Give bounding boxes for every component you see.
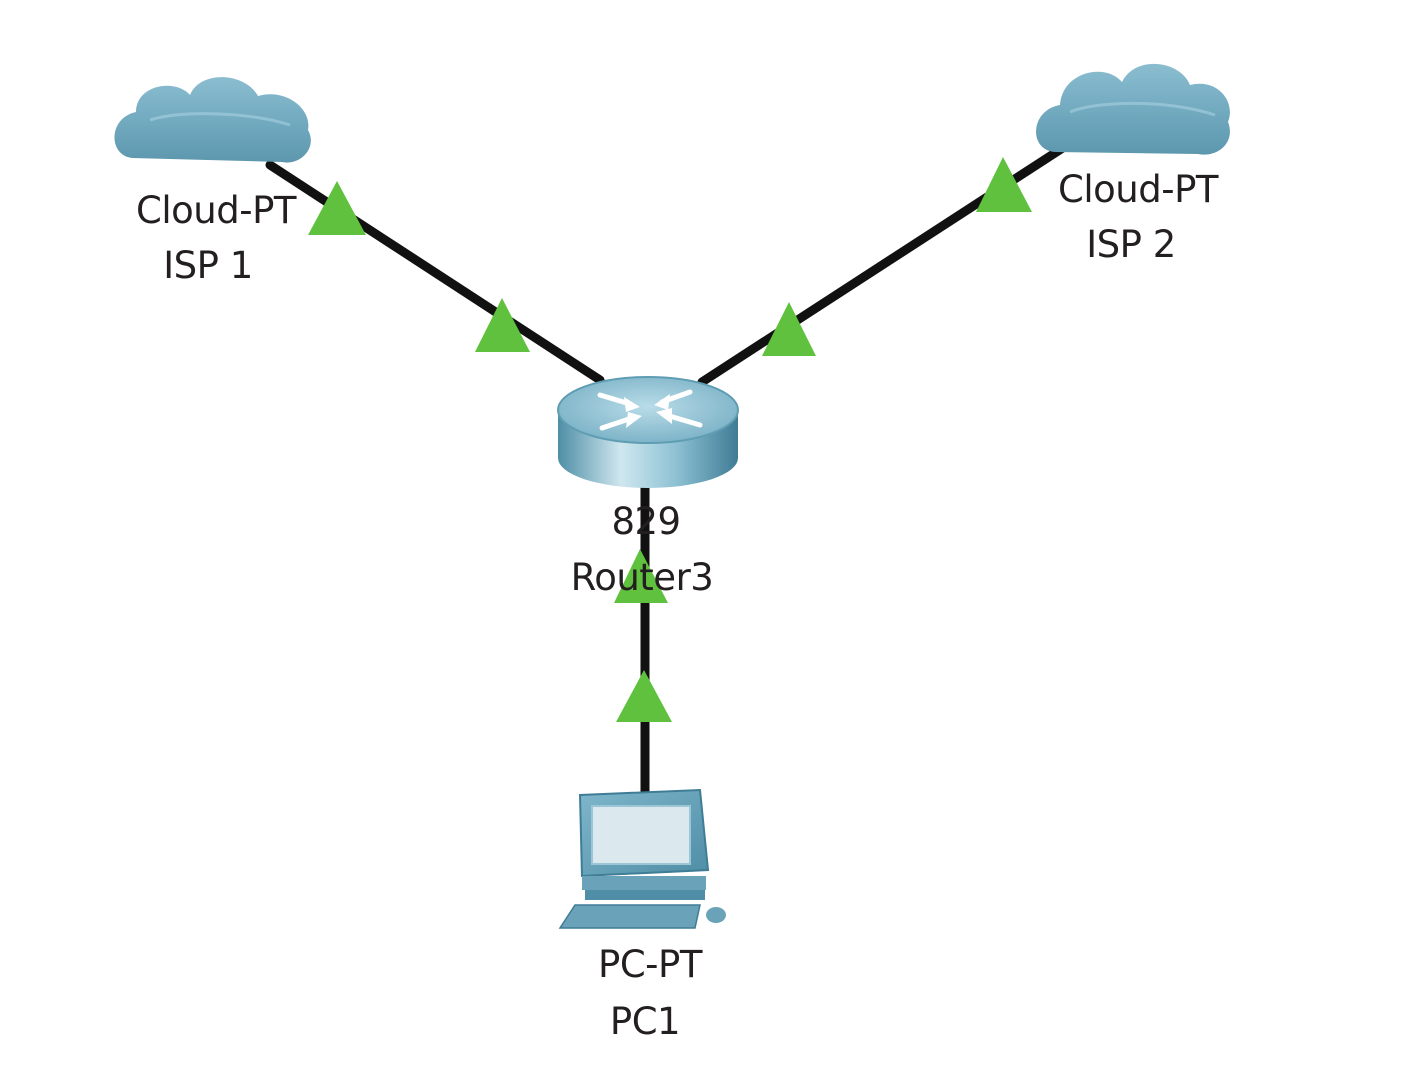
router-3[interactable] — [557, 376, 739, 488]
cloud-icon — [114, 77, 311, 163]
link-up-triangle-icon — [976, 157, 1032, 212]
cable-isp1-router[interactable] — [265, 160, 605, 385]
link-up-triangle-icon — [616, 670, 672, 722]
pc-name-label: PC1 — [609, 1000, 681, 1043]
pc-icon — [558, 788, 726, 929]
link-up-triangle-icon — [762, 302, 816, 356]
cloud-isp1[interactable] — [114, 77, 311, 163]
link-up-triangle-icon — [308, 181, 366, 235]
isp1-model-label: Cloud-PT — [136, 189, 296, 232]
pc-1[interactable] — [558, 788, 726, 929]
isp2-model-label: Cloud-PT — [1058, 168, 1218, 211]
isp2-name-label: ISP 2 — [1086, 223, 1176, 266]
isp1-name-label: ISP 1 — [163, 244, 253, 287]
router-model-label: 829 — [611, 500, 681, 543]
router-name-label: Router3 — [570, 556, 714, 599]
pc-model-label: PC-PT — [598, 943, 702, 986]
cloud-icon — [1036, 63, 1230, 155]
cable-isp2-router[interactable] — [697, 135, 1080, 387]
cloud-isp2[interactable] — [1036, 63, 1230, 155]
link-up-triangle-icon — [614, 549, 668, 603]
router-icon — [557, 376, 739, 488]
link-lights — [308, 157, 1032, 722]
link-up-triangle-icon — [475, 298, 530, 352]
